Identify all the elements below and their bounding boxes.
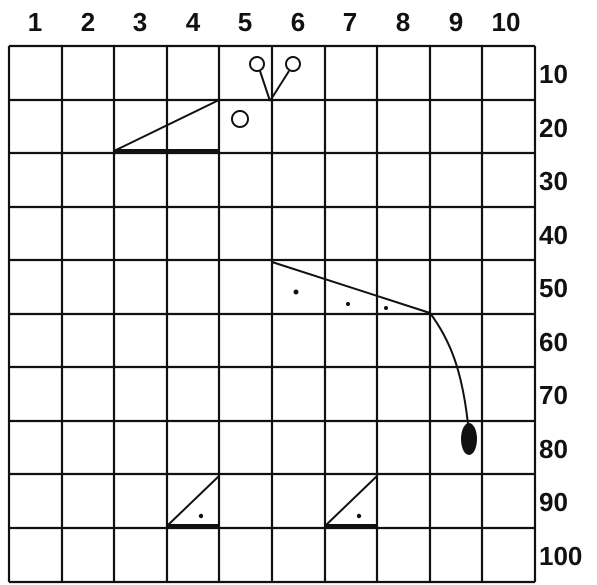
row-label-30: 30 xyxy=(539,166,568,196)
small-right-triangle-left xyxy=(167,476,219,526)
row-label-60: 60 xyxy=(539,327,568,357)
column-label-2: 2 xyxy=(81,7,95,37)
row-label-40: 40 xyxy=(539,220,568,250)
grid xyxy=(9,46,535,582)
tri-left-slant xyxy=(167,476,219,526)
stalk-circle-left xyxy=(250,57,264,71)
column-label-5: 5 xyxy=(238,7,252,37)
column-labels: 1 2 3 4 5 6 7 8 9 10 xyxy=(28,7,521,37)
column-label-4: 4 xyxy=(186,7,201,37)
column-label-1: 1 xyxy=(28,7,42,37)
row-label-70: 70 xyxy=(539,380,568,410)
column-label-10: 10 xyxy=(492,7,521,37)
small-right-triangle-right xyxy=(325,476,377,526)
row-label-20: 20 xyxy=(539,113,568,143)
tri-left-dot xyxy=(199,514,203,518)
column-label-8: 8 xyxy=(396,7,410,37)
row-label-50: 50 xyxy=(539,273,568,303)
stalk-line-left xyxy=(260,71,270,101)
tri-right-slant xyxy=(325,476,377,526)
column-label-7: 7 xyxy=(343,7,357,37)
slanted-line xyxy=(272,262,430,313)
dot-3 xyxy=(384,306,388,310)
stalk-circle-right xyxy=(286,57,300,71)
small-circle xyxy=(232,111,248,127)
row-label-10: 10 xyxy=(539,59,568,89)
row-label-80: 80 xyxy=(539,434,568,464)
two-circle-stalks xyxy=(250,57,300,101)
row-labels: 10 20 30 40 50 60 70 80 90 100 xyxy=(539,59,582,571)
row-label-100: 100 xyxy=(539,541,582,571)
column-label-6: 6 xyxy=(291,7,305,37)
oval-end xyxy=(461,423,477,455)
column-label-3: 3 xyxy=(133,7,147,37)
dot-1 xyxy=(294,290,299,295)
tri-right-dot xyxy=(357,514,361,518)
curve-line xyxy=(430,313,468,424)
dot-2 xyxy=(346,302,350,306)
row-label-90: 90 xyxy=(539,487,568,517)
curved-line-with-oval-end xyxy=(272,262,477,455)
column-label-9: 9 xyxy=(449,7,463,37)
